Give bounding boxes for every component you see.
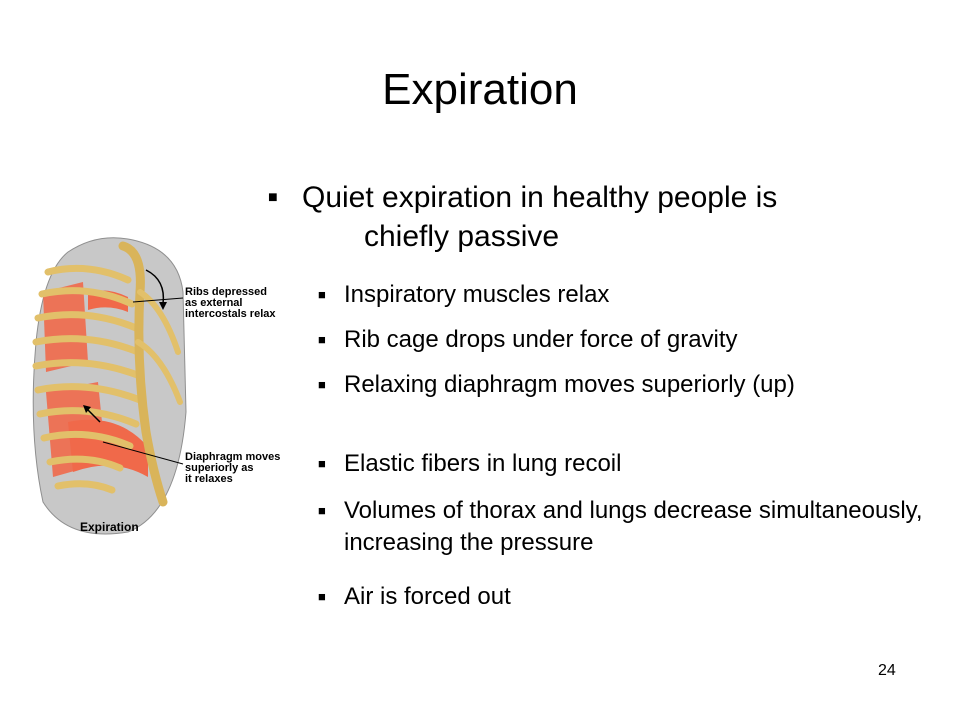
sub-bullet-text: Volumes of thorax and lungs decrease sim… <box>344 497 923 556</box>
label-diaphragm-moves: Diaphragm moves superiorly as it relaxes <box>185 451 281 485</box>
sub-bullet-text: Rib cage drops under force of gravity <box>344 326 738 353</box>
downward-arrow-icon <box>145 269 165 305</box>
intercostal-muscle-left <box>43 282 88 372</box>
arrow-head-icon <box>159 302 167 310</box>
bullet-marker-icon: ■ <box>318 503 326 518</box>
up-arrow-head-icon <box>83 405 91 413</box>
label-ribs-depressed: Ribs depressed as external intercostals … <box>185 286 276 320</box>
ribs <box>32 264 144 494</box>
bullet-marker-icon: ■ <box>318 332 326 347</box>
sub-bullet-text: Inspiratory muscles relax <box>344 281 610 308</box>
leader-line-ribs <box>132 297 184 303</box>
main-bullet-line2: chiefly passive <box>364 220 560 253</box>
main-bullet-line1: Quiet expiration in healthy people is <box>302 181 778 214</box>
sub-bullet-text: Air is forced out <box>344 583 511 610</box>
rib-cage-drawing <box>32 237 187 535</box>
sub-bullet-text: Relaxing diaphragm moves superiorly (up) <box>344 371 795 398</box>
sternum <box>118 241 168 507</box>
bullet-marker-icon: ■ <box>268 189 278 206</box>
costal-cartilage <box>135 289 183 405</box>
slide-title: Expiration <box>382 65 578 114</box>
bullet-marker-icon: ■ <box>318 456 326 471</box>
page-number: 24 <box>878 662 896 679</box>
bullet-marker-icon: ■ <box>318 377 326 392</box>
figure-caption: Expiration <box>80 520 139 534</box>
leader-line-diaphragm <box>102 441 184 465</box>
up-arrow-icon <box>85 407 101 423</box>
sub-bullet-text: Elastic fibers in lung recoil <box>344 450 622 477</box>
rib-cage-illustration: Ribs depressed as external intercostals … <box>28 232 298 542</box>
bullet-marker-icon: ■ <box>318 287 326 302</box>
bullet-marker-icon: ■ <box>318 589 326 604</box>
